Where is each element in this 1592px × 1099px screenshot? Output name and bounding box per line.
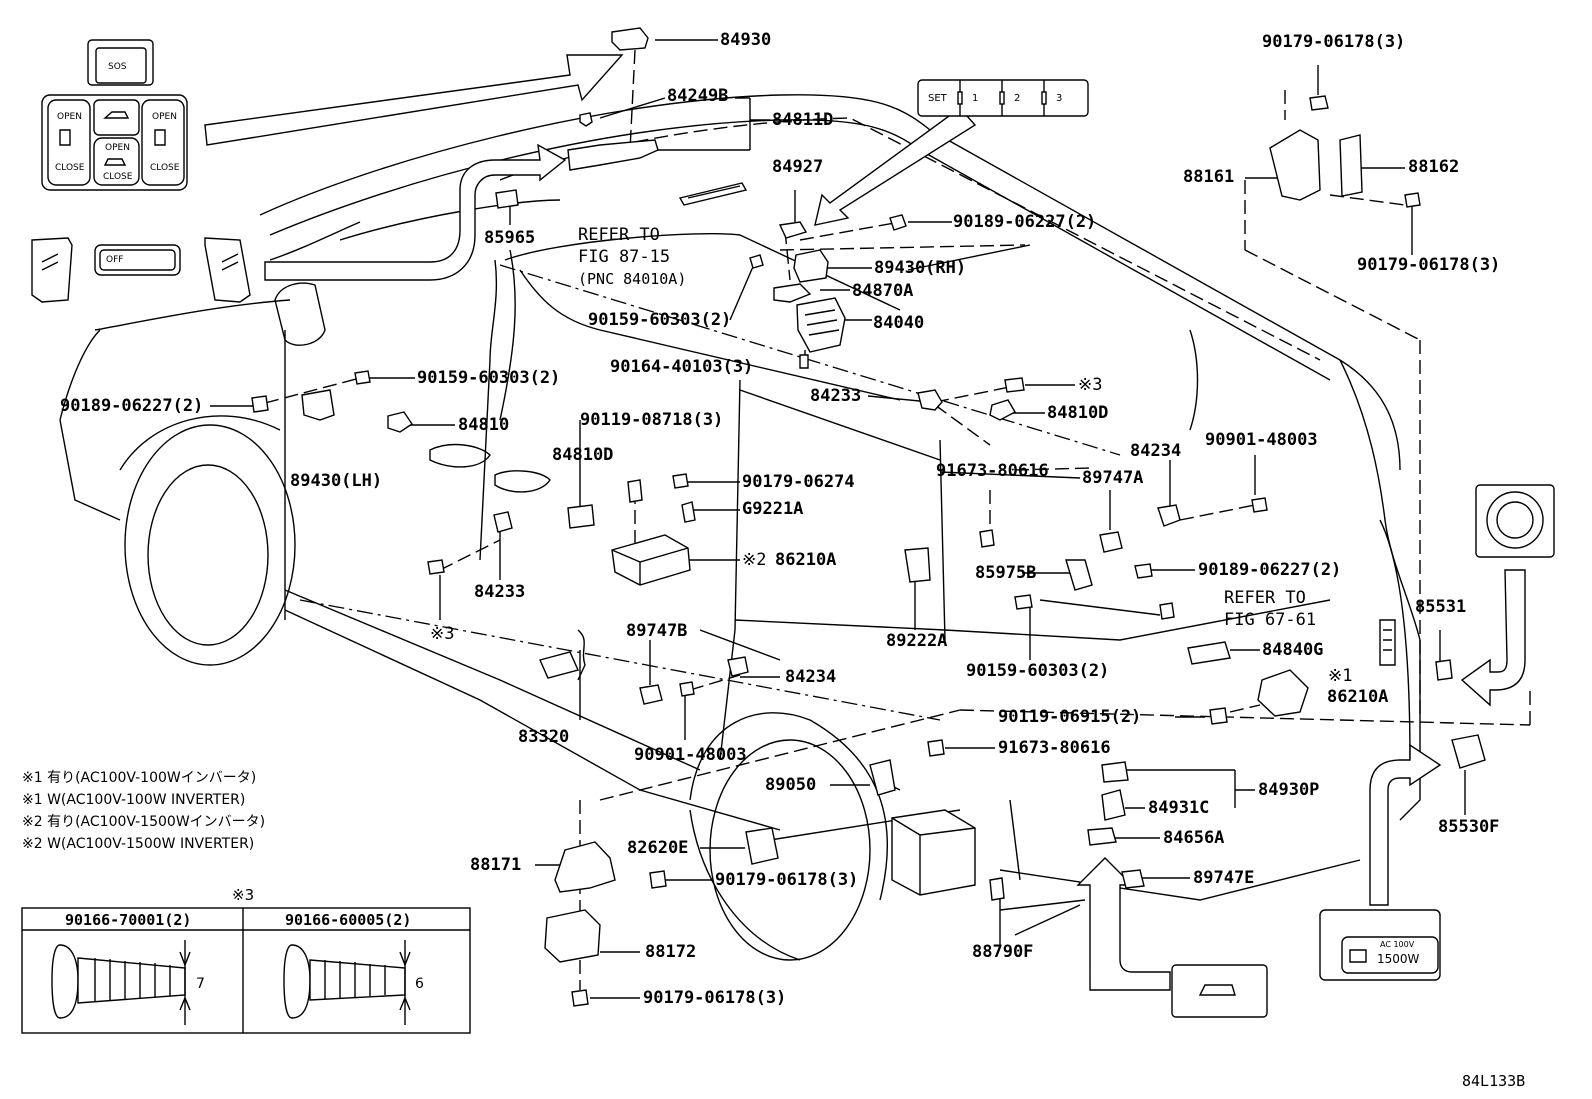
off-label: OFF	[106, 255, 124, 265]
sos-label: SOS	[108, 62, 127, 72]
part-label-83320: 83320	[518, 727, 570, 747]
close-right-label: CLOSE	[150, 163, 180, 173]
part-label-90159-60303-right: 90159-60303(2)	[966, 661, 1110, 681]
mark3-label-left: ※3	[430, 624, 455, 644]
refer-label-1c: (PNC 84010A)	[578, 270, 687, 288]
part-label-84656A: 84656A	[1163, 828, 1225, 848]
overhead-switch-panel	[31, 39, 251, 303]
memory-2-label: 2	[1014, 93, 1021, 104]
part-label-90189-06227-top: 90189-06227(2)	[953, 212, 1097, 232]
part-label-82620E: 82620E	[627, 838, 689, 858]
part-label-84811D: 84811D	[772, 110, 834, 130]
part-label-84040: 84040	[873, 313, 925, 333]
part-label-90189-06227-right: 90189-06227(2)	[1198, 560, 1342, 580]
part-label-88790F: 88790F	[972, 942, 1034, 962]
refer-label-2b: FIG 67-61	[1224, 610, 1317, 630]
part-label-85531: 85531	[1415, 597, 1467, 617]
part-label-89050: 89050	[765, 775, 817, 795]
mark2-label: ※2	[742, 550, 767, 570]
refer-label-2a: REFER TO	[1224, 588, 1306, 608]
part-label-84930P: 84930P	[1258, 780, 1320, 800]
part-label-89430LH: 89430(LH)	[290, 471, 383, 491]
part-label-90119-08718: 90119-08718(3)	[580, 410, 724, 430]
part-label-85965: 85965	[484, 228, 536, 248]
refer-label-1b: FIG 87-15	[578, 247, 671, 267]
part-label-89747B: 89747B	[626, 621, 688, 641]
mark3-label-top: ※3	[1078, 375, 1103, 395]
part-label-90901-48003-left: 90901-48003	[634, 745, 747, 765]
mark1-label: ※1	[1328, 666, 1353, 686]
note-2-jp: ※2 有り(AC100V-1500Wインバータ)	[22, 814, 266, 830]
note-2-en: ※2 W(AC100V-1500W INVERTER)	[22, 836, 255, 852]
part-label-84930: 84930	[720, 30, 772, 50]
part-label-88171: 88171	[470, 855, 522, 875]
part-label-88172: 88172	[645, 942, 697, 962]
vehicle-body-outline	[59, 94, 1421, 961]
part-label-84810D-right: 84810D	[1047, 403, 1109, 423]
open-right-label: OPEN	[152, 112, 177, 122]
part-label-91673-80616-top: 91673-80616	[936, 461, 1049, 481]
part-label-84234-left: 84234	[785, 667, 837, 687]
close-left-label: CLOSE	[55, 163, 85, 173]
memory-set-label: SET	[928, 93, 947, 104]
part-label-88161: 88161	[1183, 167, 1235, 187]
part-label-84233-right: 84233	[810, 386, 862, 406]
part-label-86210A-mid: 86210A	[775, 550, 837, 570]
part-label-89430RH: 89430(RH)	[874, 258, 967, 278]
part-label-90164-40103: 90164-40103(3)	[610, 357, 754, 377]
part-label-G9221A: G9221A	[742, 499, 804, 519]
part-label-91673-80616-bottom: 91673-80616	[998, 738, 1111, 758]
inverter-watt-label: 1500W	[1377, 952, 1420, 966]
bolt-spec-table	[21, 907, 471, 1034]
leader-lines	[210, 39, 1531, 999]
part-label-90179-06178-right: 90179-06178(3)	[1357, 255, 1501, 275]
part-label-89747E: 89747E	[1193, 868, 1255, 888]
part-label-84931C: 84931C	[1148, 798, 1210, 818]
part-label-90179-06178-top: 90179-06178(3)	[1262, 32, 1406, 52]
part-label-90189-06227-left: 90189-06227(2)	[60, 396, 204, 416]
inverter-ac-label: AC 100V	[1380, 940, 1415, 949]
part-label-84810D-mid: 84810D	[552, 445, 614, 465]
part-label-86210A-right: 86210A	[1327, 687, 1389, 707]
memory-switch-panel	[917, 79, 1089, 117]
part-label-90179-06178-mid: 90179-06178(3)	[715, 870, 859, 890]
part-label-90159-60303-left: 90159-60303(2)	[417, 368, 561, 388]
bolt-table-col2: 90166-60005(2)	[285, 911, 412, 929]
refer-label-1a: REFER TO	[578, 225, 660, 245]
part-label-84234-right: 84234	[1130, 441, 1182, 461]
part-label-89747A: 89747A	[1082, 468, 1144, 488]
open-left-label: OPEN	[57, 112, 82, 122]
part-label-84249B: 84249B	[667, 86, 729, 106]
bolt-table-col1: 90166-70001(2)	[65, 911, 192, 929]
close-center-label: CLOSE	[103, 172, 133, 182]
part-label-85975B: 85975B	[975, 563, 1037, 583]
part-label-88162: 88162	[1408, 157, 1460, 177]
open-center-label: OPEN	[105, 143, 130, 153]
part-label-85530F: 85530F	[1438, 817, 1500, 837]
bolt-table-dim2: 6	[415, 976, 424, 992]
parts	[251, 27, 1555, 1018]
diagram-code: 84L133B	[1462, 1072, 1526, 1090]
part-label-90901-48003-right: 90901-48003	[1205, 430, 1318, 450]
part-label-84810: 84810	[458, 415, 510, 435]
memory-1-label: 1	[972, 93, 979, 104]
bolt-table-dim1: 7	[196, 976, 205, 992]
part-label-90179-06274: 90179-06274	[742, 472, 855, 492]
part-label-84870A: 84870A	[852, 281, 914, 301]
part-label-89222A: 89222A	[886, 631, 948, 651]
part-label-84233-left: 84233	[474, 582, 526, 602]
part-label-90179-06178-bottom: 90179-06178(3)	[643, 988, 787, 1008]
part-label-90159-60303-top: 90159-60303(2)	[588, 310, 732, 330]
part-label-90119-06915: 90119-06915(2)	[998, 707, 1142, 727]
note-1-jp: ※1 有り(AC100V-100Wインバータ)	[22, 770, 257, 786]
memory-3-label: 3	[1056, 93, 1063, 104]
pointer-arrows	[204, 54, 1526, 991]
bolt-table-mark: ※3	[232, 886, 255, 904]
note-1-en: ※1 W(AC100V-100W INVERTER)	[22, 792, 246, 808]
part-label-84840G: 84840G	[1262, 640, 1324, 660]
part-label-84927: 84927	[772, 157, 824, 177]
